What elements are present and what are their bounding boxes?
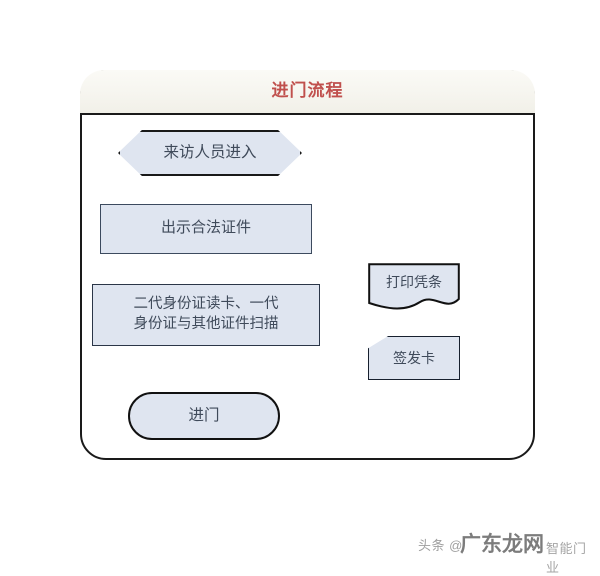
hexagon-shape [118,130,302,176]
node-issue-card[interactable]: 签发卡 [368,336,460,380]
document-shape [368,263,460,310]
node-scan[interactable]: 二代身份证读卡、一代 身份证与其他证件扫描 [92,284,320,346]
card-shape [368,336,460,380]
node-enter[interactable]: 进门 [128,392,280,440]
node-print-receipt[interactable]: 打印凭条 [368,263,460,311]
node-start[interactable]: 来访人员进入 [118,130,302,176]
rectangle-shape [100,204,312,254]
terminator-shape [128,392,280,440]
rectangle-shape [92,284,320,346]
node-show-id[interactable]: 出示合法证件 [100,204,312,254]
